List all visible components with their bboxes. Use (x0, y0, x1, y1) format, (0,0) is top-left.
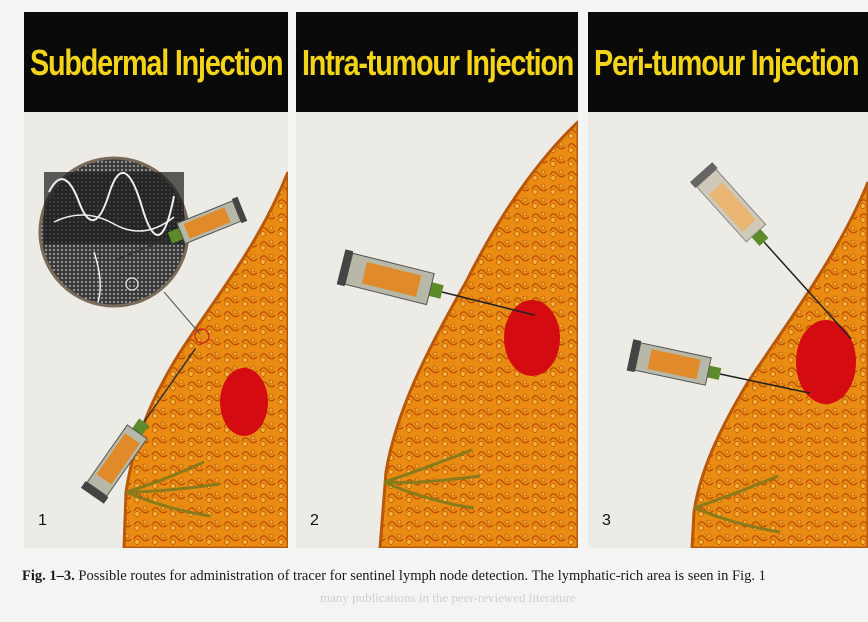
panel-number: 3 (602, 512, 611, 530)
subdermal-illustration (24, 112, 288, 548)
panel-peri-tumour: Peri-tumour Injection (588, 12, 868, 548)
panel-intra-tumour: Intra-tumour Injection 2 (296, 12, 578, 548)
panel-number: 1 (38, 512, 47, 530)
intra-tumour-illustration (296, 112, 578, 548)
panel-number: 2 (310, 512, 319, 530)
panel-title: Peri-tumour Injection (594, 42, 813, 84)
panel-subdermal: Subdermal Injection (24, 12, 288, 548)
caption-label: Fig. 1–3. (22, 568, 75, 584)
panel-title: Intra-tumour Injection (302, 42, 523, 84)
caption-text: Possible routes for administration of tr… (78, 568, 766, 584)
tumour (220, 368, 268, 436)
panel-title: Subdermal Injection (30, 42, 236, 84)
bleed-through-text: many publications in the peer-reviewed l… (320, 590, 576, 606)
panel-header: Peri-tumour Injection (588, 12, 868, 112)
peri-tumour-illustration (588, 112, 868, 548)
figure-caption: Fig. 1–3. Possible routes for administra… (22, 568, 862, 585)
panel-header: Intra-tumour Injection (296, 12, 578, 112)
tumour (504, 300, 560, 376)
panel-header: Subdermal Injection (24, 12, 288, 112)
